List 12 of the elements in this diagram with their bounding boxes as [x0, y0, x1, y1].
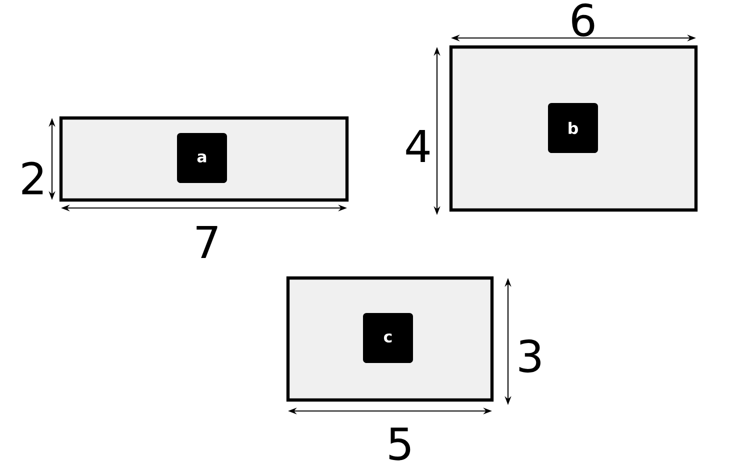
dimension-label: 2 [22, 162, 43, 194]
letter-tag: a [177, 133, 227, 183]
rectangle [449, 45, 698, 212]
dimension-label: 4 [406, 130, 430, 162]
dimension-label: 3 [519, 339, 540, 373]
rectangle [286, 276, 494, 402]
rectangle [59, 116, 349, 202]
letter-tag: b [548, 103, 598, 153]
dimension-label: 7 [196, 226, 218, 258]
dimension-label: 6 [572, 3, 594, 37]
letter-tag: c [363, 313, 413, 363]
dimension-label: 5 [389, 428, 410, 460]
